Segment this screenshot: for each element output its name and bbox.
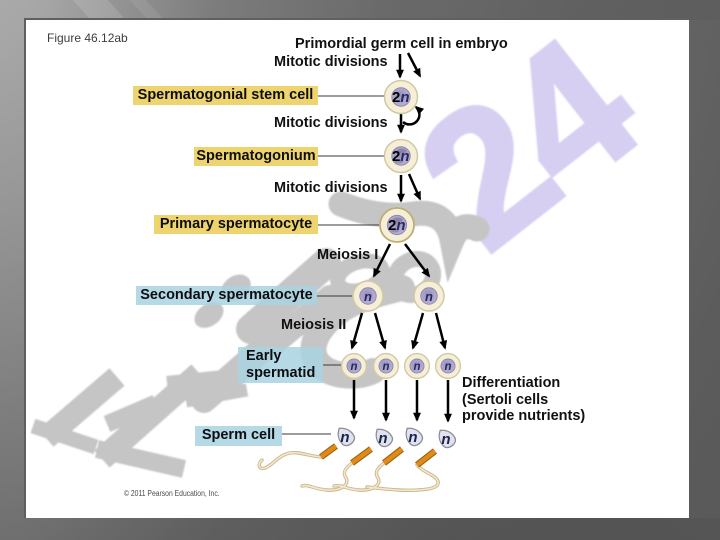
svg-text:2n: 2n <box>388 217 406 234</box>
svg-text:n: n <box>413 361 420 373</box>
svg-text:n: n <box>382 361 389 373</box>
svg-text:n: n <box>378 430 387 447</box>
svg-text:n: n <box>444 361 451 373</box>
svg-text:n: n <box>408 429 417 446</box>
svg-text:n: n <box>425 289 433 304</box>
svg-text:2n: 2n <box>392 89 410 106</box>
svg-text:2n: 2n <box>392 148 410 165</box>
svg-text:n: n <box>350 361 357 373</box>
svg-text:n: n <box>340 429 349 446</box>
svg-text:n: n <box>441 431 450 448</box>
svg-text:n: n <box>364 289 372 304</box>
